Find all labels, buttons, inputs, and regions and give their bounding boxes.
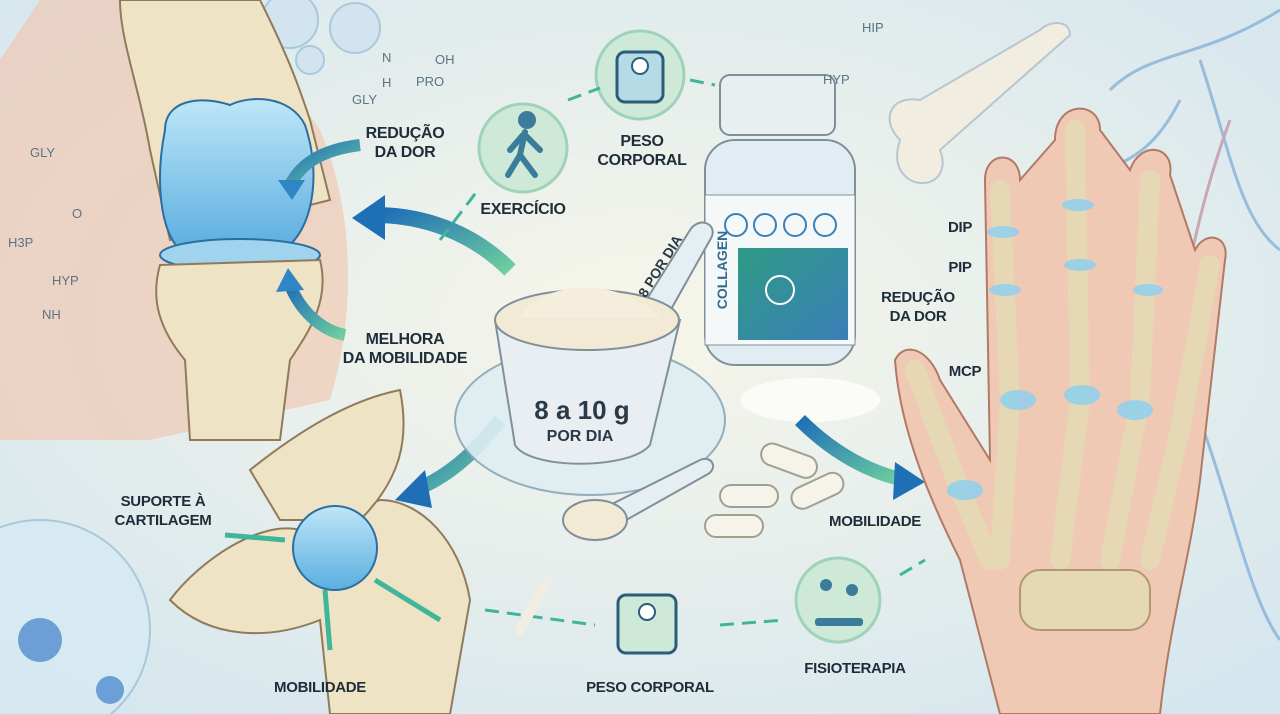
scale-body xyxy=(615,50,665,104)
physio-icon xyxy=(794,556,882,644)
capsules xyxy=(704,442,845,538)
pelvis xyxy=(248,388,405,521)
label-knee-pain-line1: REDUÇÃO xyxy=(365,125,445,142)
label-hip-cartilage-line1: SUPORTE À xyxy=(120,493,206,510)
label-weight-top-line2: CORPORAL xyxy=(597,152,687,169)
spoon xyxy=(598,457,715,530)
label-pip: PIP xyxy=(948,259,972,276)
label-mcp: MCP xyxy=(948,363,982,380)
chem-gly: GLY xyxy=(352,92,378,107)
arrow-mobility-head xyxy=(276,268,304,292)
arrow-pain xyxy=(284,139,361,188)
small-bone xyxy=(515,580,550,635)
bottle-benefit-icons xyxy=(724,213,837,237)
bottom-connector-lines xyxy=(484,558,926,627)
wrist-bones xyxy=(1019,569,1151,631)
chem-pro: PRO xyxy=(416,74,445,89)
scale-icon-bottom xyxy=(616,593,678,655)
chem-oh: OH xyxy=(435,52,455,67)
hip-cartilage xyxy=(292,505,378,591)
chem-hip: HIP xyxy=(862,20,884,35)
label-weight-top: PESO CORPORAL xyxy=(597,132,686,170)
label-knee-pain: REDUÇÃO DA DOR xyxy=(366,124,445,162)
connector-lines xyxy=(438,78,716,241)
label-hip-cartilage-line2: CARTILAGEM xyxy=(114,512,212,529)
label-knee-pain-line2: DA DOR xyxy=(374,144,436,161)
label-weight-bottom: PESO CORPORAL xyxy=(586,679,714,696)
chem-gly-left: GLY xyxy=(30,145,56,160)
arrow-to-knee-head xyxy=(352,195,385,240)
label-knee-mobility-line1: MELHORA xyxy=(365,331,445,348)
chem-h3p: H3P xyxy=(8,235,34,250)
bone xyxy=(888,22,1072,185)
hip-bone xyxy=(168,498,472,714)
finger-joints xyxy=(947,199,1163,500)
tibia xyxy=(155,258,324,441)
collagen-bottle xyxy=(704,74,856,366)
label-hand-pain-line1: REDUÇÃO xyxy=(881,289,955,306)
scale-dial xyxy=(631,57,649,75)
chem-nh: NH xyxy=(42,307,61,322)
label-knee-mobility: MELHORA DA MOBILIDADE xyxy=(342,330,468,368)
powder-pile xyxy=(740,378,880,422)
molecule-icon xyxy=(765,275,795,305)
cell-nucleus xyxy=(96,676,124,704)
cup-powder-mound xyxy=(520,287,660,318)
arrow-mobility xyxy=(284,282,347,341)
chem-hyp-left: HYP xyxy=(52,273,79,288)
arrow-to-hip-head xyxy=(395,470,432,508)
chem-hyp: HYP xyxy=(823,72,850,87)
label-hip-mobility: MOBILIDADE xyxy=(274,679,366,696)
bottle-cap xyxy=(719,74,836,136)
cell-bubble xyxy=(0,519,151,714)
label-weight-top-line1: PESO xyxy=(620,133,664,150)
chem-h: H xyxy=(382,75,392,90)
chem-n: N xyxy=(382,50,392,65)
arrow-pain-head xyxy=(278,180,305,200)
arrow-to-knee xyxy=(374,207,516,276)
physio-figures-icon xyxy=(815,579,863,626)
cell-nucleus xyxy=(18,618,62,662)
hip-movement-arrows xyxy=(224,532,442,651)
dose-per-day: POR DIA xyxy=(546,428,614,445)
spoon-bowl xyxy=(562,499,628,541)
scoop-handle xyxy=(638,221,714,322)
label-hand-pain-line2: DA DOR xyxy=(889,308,947,325)
label-hand-mobility: MOBILIDADE xyxy=(829,513,921,530)
dose-amount: 8 a 10 g xyxy=(534,395,630,425)
label-knee-mobility-line2: DA MOBILIDADE xyxy=(342,350,468,367)
arrow-to-hand-head xyxy=(893,462,925,500)
measuring-cup xyxy=(493,319,682,465)
label-hip-cartilage: SUPORTE À CARTILAGEM xyxy=(115,492,212,530)
bottle-label: COLLAGEN xyxy=(714,230,730,310)
label-exercise: EXERCÍCIO xyxy=(480,201,566,218)
chem-o: O xyxy=(72,206,83,221)
label-dip: DIP xyxy=(947,219,973,236)
walking-person-icon xyxy=(505,111,543,178)
label-hand-pain: REDUÇÃO DA DOR xyxy=(881,288,955,326)
label-physio: FISIOTERAPIA xyxy=(804,660,906,677)
knee-cartilage xyxy=(159,98,315,252)
